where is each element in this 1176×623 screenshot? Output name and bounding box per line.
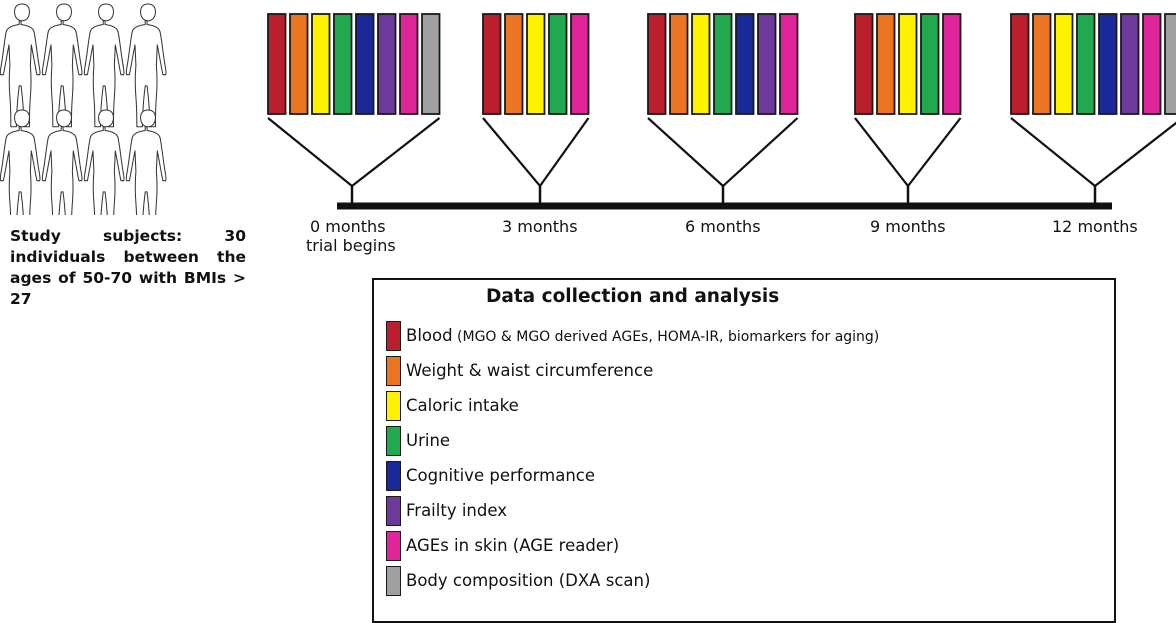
measure-block-urine [548, 13, 568, 115]
measure-block-urine [713, 13, 733, 115]
legend-label-cognitive: Cognitive performance [406, 466, 595, 485]
measure-block-skin [399, 13, 419, 115]
measure-block-caloric [311, 13, 331, 115]
timepoint-label: 0 months [310, 217, 386, 236]
person-icon [125, 3, 167, 128]
timepoint-group [1010, 13, 1176, 206]
study-timeline [267, 13, 1176, 210]
legend-label-text: Caloric intake [406, 396, 519, 415]
legend-label-weight: Weight & waist circumference [406, 361, 653, 380]
timepoint-funnel [854, 117, 962, 188]
measure-block-skin [1142, 13, 1162, 115]
timepoint-label: 3 months [502, 217, 578, 236]
measure-block-caloric [1054, 13, 1074, 115]
measure-block-body [421, 13, 441, 115]
measure-block-blood [482, 13, 502, 115]
timepoint-label: 12 months [1052, 217, 1138, 236]
legend-box: Data collection and analysis Blood (MGO … [372, 278, 1116, 623]
person-icon [0, 3, 41, 128]
measure-block-frailty [1120, 13, 1140, 115]
person-icon [0, 109, 41, 215]
timepoint-funnel [1010, 117, 1176, 188]
legend-title: Data collection and analysis [486, 286, 780, 307]
timepoint-group [482, 13, 590, 206]
legend-label-skin: AGEs in skin (AGE reader) [406, 536, 619, 555]
person-icon [41, 109, 83, 215]
legend-swatch-caloric [386, 391, 401, 421]
legend-label-caloric: Caloric intake [406, 396, 519, 415]
legend-label-urine: Urine [406, 431, 450, 450]
measure-block-skin [570, 13, 590, 115]
person-icon [125, 109, 167, 215]
measure-block-weight [289, 13, 309, 115]
measure-block-caloric [526, 13, 546, 115]
legend-label-frailty: Frailty index [406, 501, 507, 520]
legend-label-text: AGEs in skin (AGE reader) [406, 536, 620, 555]
legend-swatch-body [386, 566, 401, 596]
timepoint-sublabel: trial begins [306, 236, 396, 255]
measure-block-weight [1032, 13, 1052, 115]
legend-label-text: Weight & waist circumference [406, 361, 654, 380]
measure-block-urine [1076, 13, 1096, 115]
measure-block-blood [1010, 13, 1030, 115]
measure-block-caloric [898, 13, 918, 115]
person-icon [83, 109, 125, 215]
measure-block-skin [942, 13, 962, 115]
person-icon [41, 3, 83, 128]
measure-block-caloric [691, 13, 711, 115]
measure-block-weight [876, 13, 896, 115]
study-subjects-description: Study subjects: 30 individuals between t… [10, 227, 246, 308]
timepoint-group [647, 13, 799, 206]
measure-block-blood [854, 13, 874, 115]
measure-block-urine [333, 13, 353, 115]
study-subjects-figures [0, 3, 167, 215]
legend-label-text: Cognitive performance [406, 466, 596, 485]
legend-label-text: Frailty index [406, 501, 507, 520]
timepoint-label: 6 months [685, 217, 761, 236]
legend-label-text: Urine [406, 431, 451, 450]
legend-label-text: Body composition (DXA scan) [406, 571, 651, 590]
legend-label-detail: (MGO & MGO derived AGEs, HOMA-IR, biomar… [452, 329, 880, 345]
legend-swatch-cognitive [386, 461, 401, 491]
legend-swatch-frailty [386, 496, 401, 526]
measure-block-blood [647, 13, 667, 115]
measure-block-skin [779, 13, 799, 115]
measure-block-cognitive [1098, 13, 1118, 115]
legend-swatch-weight [386, 356, 401, 386]
timepoint-group [854, 13, 962, 206]
measure-block-cognitive [355, 13, 375, 115]
measure-block-frailty [377, 13, 397, 115]
measure-block-weight [669, 13, 689, 115]
legend-swatch-urine [386, 426, 401, 456]
measure-block-blood [267, 13, 287, 115]
measure-block-urine [920, 13, 940, 115]
timepoint-label: 9 months [870, 217, 946, 236]
timepoint-funnel [647, 117, 799, 188]
legend-swatch-skin [386, 531, 401, 561]
measure-block-body [1164, 13, 1176, 115]
timepoint-funnel [482, 117, 590, 188]
timepoint-funnel [267, 117, 441, 188]
measure-block-frailty [757, 13, 777, 115]
legend-label-text: Blood [406, 326, 453, 345]
timepoint-group [267, 13, 441, 206]
measure-block-weight [504, 13, 524, 115]
measure-block-cognitive [735, 13, 755, 115]
legend-label-body: Body composition (DXA scan) [406, 571, 650, 590]
legend-swatch-blood [386, 321, 401, 351]
person-icon [83, 3, 125, 128]
legend-label-blood: Blood (MGO & MGO derived AGEs, HOMA-IR, … [406, 326, 879, 345]
